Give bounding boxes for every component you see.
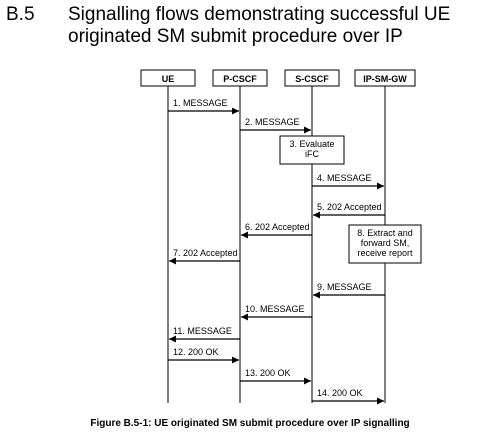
process-box-7 (348, 224, 422, 264)
message-label-11: 11. MESSAGE (173, 326, 232, 336)
process-text-line: 8. Extract and (357, 228, 413, 238)
message-label-9: 9. MESSAGE (317, 282, 372, 292)
section-title: Signalling flows demonstrating successfu… (68, 4, 451, 47)
entity-box-pcscf (212, 69, 268, 87)
process-text-line: iFC (305, 149, 319, 159)
message-label-2: 2. MESSAGE (245, 117, 300, 127)
message-label-10: 10. MESSAGE (245, 304, 305, 314)
message-label-4: 4. MESSAGE (317, 173, 372, 183)
section-number: B.5 (6, 4, 35, 25)
process-text-line: forward SM, (361, 238, 410, 248)
entity-label-scscf: S-CSCF (295, 74, 329, 84)
entity-label-ue: UE (162, 74, 175, 84)
message-label-6: 6. 202 Accepted (245, 222, 310, 232)
process-box-3 (279, 135, 345, 165)
process-text-line: 3. Evaluate (289, 139, 334, 149)
process-text-line: receive report (357, 248, 413, 258)
message-label-13: 13. 200 OK (245, 368, 291, 378)
entity-label-ipsmgw: IP-SM-GW (363, 74, 407, 84)
message-label-1: 1. MESSAGE (173, 98, 228, 108)
message-label-12: 12. 200 OK (173, 347, 219, 357)
message-label-14: 14. 200 OK (317, 388, 363, 398)
message-label-8: 7. 202 Accepted (173, 248, 238, 258)
figure-caption: Figure B.5-1: UE originated SM submit pr… (90, 418, 410, 429)
entity-box-ipsmgw (354, 69, 416, 87)
entity-headers-layer: UE P-CSCF S-CSCF IP-SM-GW (140, 69, 416, 87)
message-label-5: 5. 202 Accepted (317, 202, 382, 212)
entity-box-ue (140, 69, 196, 87)
entity-label-pcscf: P-CSCF (223, 74, 257, 84)
entity-box-scscf (284, 69, 340, 87)
